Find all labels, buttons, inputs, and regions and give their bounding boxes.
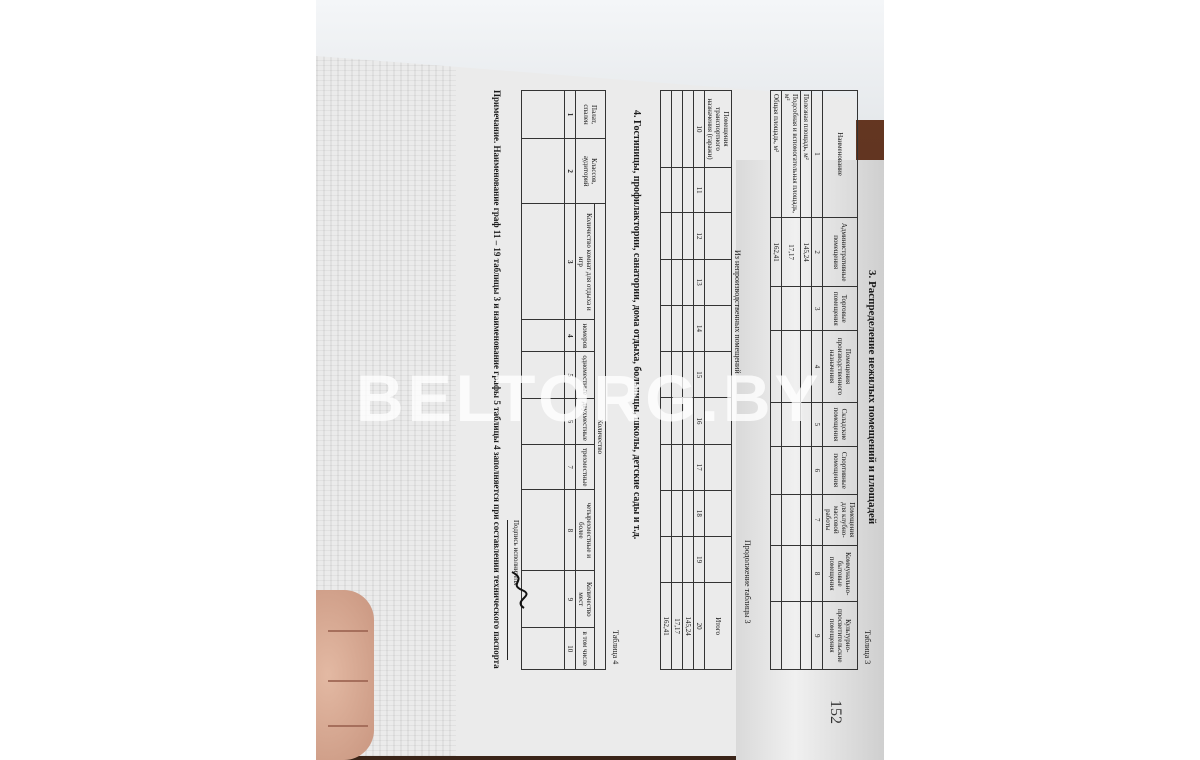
col-number: 8 — [811, 545, 823, 602]
page-fold-strip — [736, 160, 884, 760]
header-cell: Помещения транспортного назначения (гара… — [704, 90, 732, 168]
col-number: 14 — [693, 305, 705, 352]
header-cell: Количество мест — [575, 570, 595, 628]
non-residential-label: Из непроизводственных помещений — [733, 250, 742, 374]
page-number: 152 — [827, 700, 844, 724]
header-cell: Итого — [704, 582, 732, 670]
header-cell: Складские помещения — [822, 402, 858, 447]
col-number: 13 — [693, 259, 705, 306]
col-number: 2 — [811, 217, 823, 287]
col-number: 19 — [693, 536, 705, 583]
section4-table-label: Таблица 4 — [611, 630, 620, 665]
header-cell: трехместные — [575, 444, 595, 490]
finger-crease — [328, 725, 368, 727]
header-cell: четырехместные и более — [575, 489, 595, 571]
cell-value: 17,17 — [781, 217, 801, 287]
col-number: 8 — [564, 489, 576, 571]
total-value: 162,41 — [660, 582, 672, 670]
col-number: 12 — [693, 212, 705, 260]
finger-crease — [328, 630, 368, 632]
row-label: Подсобная и вспомогательная площадь, м² — [781, 90, 801, 218]
col-number: 20 — [693, 582, 705, 670]
cell-value: 145,24 — [800, 217, 812, 287]
col-number: 1 — [811, 90, 823, 218]
col-number: 11 — [693, 167, 705, 213]
col-number: 18 — [693, 490, 705, 537]
col-number: 1 — [564, 90, 576, 139]
col-number: 3 — [564, 203, 576, 320]
row-label: Полезная площадь, м² — [800, 90, 812, 218]
col-number: 4 — [564, 319, 576, 352]
col-number: 9 — [811, 601, 823, 670]
signature-mark — [511, 571, 528, 609]
table-header-row: Наименование Административные помещения … — [822, 90, 858, 670]
header-cell: Административные помещения — [822, 217, 858, 287]
continuation-label: Продолжение таблицы 3 — [743, 540, 752, 624]
rotated-document-content: 3. Распределение нежилых помещений и пло… — [442, 70, 882, 690]
col-number: 17 — [693, 444, 705, 491]
total-value: 17,17 — [671, 582, 683, 670]
header-cell: Культурно-просветительские помещения — [822, 601, 858, 670]
header-cell: Торговые помещения — [822, 286, 858, 331]
col-number: 2 — [564, 138, 576, 204]
col-number: 7 — [811, 494, 823, 546]
section3-table-label: Таблица 3 — [863, 630, 872, 665]
header-cell: Количество комнат для отдыха и игр — [575, 203, 595, 320]
section4-title: 4. Гостиницы, профилактории, санатории, … — [631, 110, 642, 540]
header-cell: Помещения производственного назначения — [822, 330, 858, 403]
header-cell: номеров — [575, 319, 595, 352]
header-cell: Наименование — [822, 90, 858, 218]
group-header: Количество — [594, 203, 606, 670]
total-value: 145,24 — [682, 582, 694, 670]
col-number: 7 — [564, 444, 576, 490]
header-cell: Классов, аудиторий — [575, 138, 606, 204]
subgroup-header: в том числе — [575, 627, 595, 670]
col-number: 6 — [811, 446, 823, 495]
hand-holding-page — [316, 590, 374, 760]
header-cell: Коммунально-бытовые помещения — [822, 545, 858, 602]
row-label: Общая площадь, м² — [770, 90, 782, 218]
finger-crease — [328, 680, 368, 682]
col-number: 10 — [693, 90, 705, 168]
col-number: 3 — [811, 286, 823, 331]
col-number: 9 — [564, 570, 576, 628]
cell-value: 162,41 — [770, 217, 782, 287]
document-photo: 152 3. Распределение нежилых помещений и… — [316, 0, 884, 760]
col-number: 10 — [564, 627, 576, 670]
watermark: BELTORG.BY — [356, 361, 823, 435]
header-cell: Спортивные помещения — [822, 446, 858, 495]
header-cell: Палат, спален — [575, 90, 606, 139]
section3-title: 3. Распределение нежилых помещений и пло… — [866, 270, 878, 525]
header-cell: Помещения для клубно-массовой работы — [822, 494, 858, 546]
